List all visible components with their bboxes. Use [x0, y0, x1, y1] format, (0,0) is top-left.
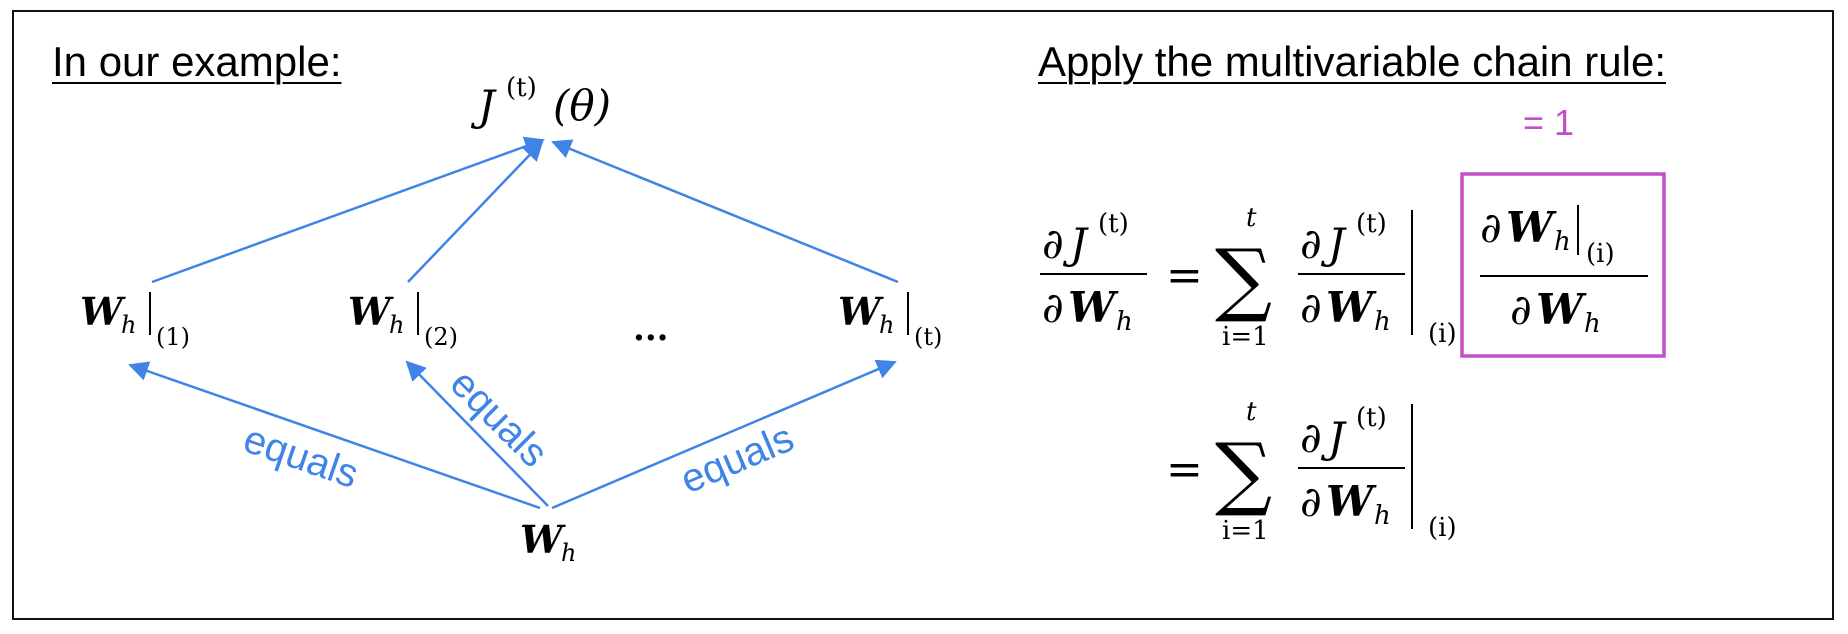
top-node-J-theta: J (t) (θ)	[470, 73, 611, 130]
ellipsis: ...	[633, 309, 669, 349]
equation-lhs-fraction: ∂ J (t) ∂ W h	[1040, 209, 1147, 337]
arrow-wh-to-w2	[405, 360, 549, 507]
svg-text:(t): (t)	[1356, 209, 1387, 239]
svg-text:h: h	[1374, 501, 1391, 531]
svg-text:h: h	[879, 311, 894, 339]
svg-text:∂: ∂	[1300, 219, 1322, 268]
svg-text:W: W	[348, 289, 394, 334]
svg-text:t: t	[1246, 397, 1257, 427]
bottom-node-wh: W h	[520, 517, 576, 567]
arrow-wt-to-J	[551, 139, 899, 284]
equals-sign-1: =	[1166, 250, 1203, 301]
svg-text:h: h	[121, 311, 136, 339]
svg-text:(i): (i)	[1428, 319, 1457, 349]
arrow-wh-to-wt	[551, 359, 897, 510]
summation-1: t ∑ i=1	[1215, 203, 1272, 352]
svg-text:(i): (i)	[1428, 513, 1457, 543]
svg-text:(i): (i)	[1586, 239, 1615, 269]
highlight-box	[1460, 172, 1666, 358]
svg-text:∂: ∂	[1042, 283, 1064, 332]
slide-frame	[12, 10, 1834, 620]
boxed-fraction: ∂ W h (i) ∂ W h	[1480, 203, 1648, 339]
svg-text:J: J	[1320, 413, 1347, 462]
svg-text:W: W	[1326, 283, 1377, 332]
svg-text:∑: ∑	[1215, 426, 1272, 519]
arrow-wh-to-w1	[128, 361, 541, 510]
svg-text:(t): (t)	[1356, 403, 1387, 433]
svg-text:(t): (t)	[1098, 209, 1129, 239]
svg-text:W: W	[1068, 283, 1119, 332]
svg-text:(θ): (θ)	[553, 81, 611, 130]
svg-text:i=1: i=1	[1222, 516, 1269, 546]
svg-text:i=1: i=1	[1222, 322, 1269, 352]
arrow-w2-to-J	[407, 140, 544, 283]
svg-text:(1): (1)	[156, 323, 190, 351]
svg-text:h: h	[1116, 307, 1133, 337]
equals-sign-2: =	[1166, 444, 1203, 495]
svg-text:J: J	[1320, 219, 1347, 268]
svg-text:W: W	[520, 517, 566, 562]
svg-text:h: h	[1584, 309, 1601, 339]
left-heading: In our example:	[52, 38, 342, 85]
right-heading: Apply the multivariable chain rule:	[1038, 38, 1666, 85]
svg-text:∂: ∂	[1300, 477, 1322, 526]
svg-text:∂: ∂	[1510, 285, 1532, 334]
svg-text:W: W	[1536, 285, 1587, 334]
svg-text:∂: ∂	[1042, 219, 1064, 268]
svg-text:∂: ∂	[1300, 283, 1322, 332]
svg-text:h: h	[1554, 227, 1571, 257]
svg-text:J: J	[470, 81, 497, 130]
svg-text:W: W	[838, 289, 884, 334]
svg-text:W: W	[80, 289, 126, 334]
arrow-w1-to-J	[151, 136, 545, 284]
svg-text:h: h	[1374, 307, 1391, 337]
svg-text:h: h	[389, 311, 404, 339]
svg-text:t: t	[1246, 203, 1257, 233]
node-wh-1: W h (1)	[80, 289, 190, 351]
svg-text:W: W	[1506, 203, 1557, 252]
sum-term-fraction-2: ∂ J (t) ∂ W h (i)	[1298, 403, 1457, 543]
svg-text:(t): (t)	[914, 323, 942, 351]
edge-label-equals-left: equals	[238, 417, 364, 497]
svg-text:∂: ∂	[1480, 203, 1502, 252]
node-wh-2: W h (2)	[348, 289, 458, 351]
edge-label-equals-middle: equals	[442, 361, 556, 475]
svg-text:(2): (2)	[424, 323, 458, 351]
node-wh-t: W h (t)	[838, 289, 942, 351]
sum-term-fraction-1: ∂ J (t) ∂ W h (i)	[1298, 209, 1457, 349]
svg-text:(t): (t)	[506, 73, 537, 103]
svg-text:J: J	[1062, 219, 1089, 268]
svg-text:∂: ∂	[1300, 413, 1322, 462]
summation-2: t ∑ i=1	[1215, 397, 1272, 546]
svg-text:W: W	[1326, 477, 1377, 526]
svg-text:∑: ∑	[1215, 232, 1272, 325]
equals-one-annotation: = 1	[1523, 102, 1575, 143]
svg-text:h: h	[561, 539, 576, 567]
